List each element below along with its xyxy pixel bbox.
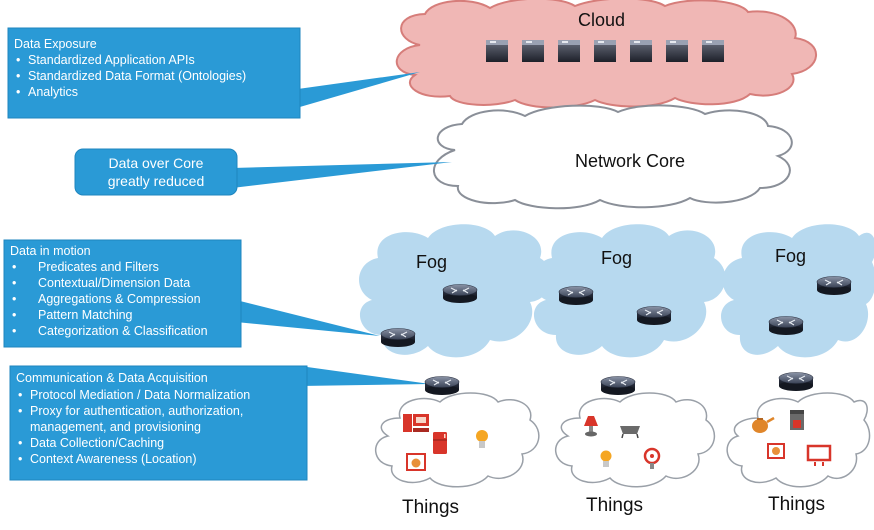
list-item: Protocol Mediation / Data Normalization	[16, 387, 306, 403]
things-cloud-2	[555, 392, 716, 488]
server-icon	[702, 40, 724, 62]
router-icon	[380, 327, 416, 348]
things-label-2: Things	[586, 495, 644, 516]
callout-heading: Communication & Data Acquisition	[16, 371, 208, 385]
fog-label-3: Fog	[775, 246, 807, 266]
callout-heading: Data Exposure	[14, 37, 97, 51]
washer-icon	[767, 443, 785, 459]
list-item: Pattern Matching	[10, 307, 240, 323]
list-item: Context Awareness (Location)	[16, 451, 306, 467]
cloud-title: Cloud	[578, 10, 626, 30]
fog-cloud-2	[533, 224, 726, 358]
coffee-maker-icon	[790, 410, 804, 430]
callout-data-in-motion: Data in motion Predicates and Filters Co…	[10, 244, 240, 339]
list-item: management, and provisioning	[30, 420, 201, 434]
pc-icon	[403, 414, 429, 432]
callout-list: Standardized Application APIs Standardiz…	[14, 52, 298, 100]
list-item: Analytics	[14, 84, 298, 100]
things-label-3: Things	[768, 494, 826, 515]
lightbulb-icon	[600, 450, 612, 467]
tv-icon	[806, 444, 832, 466]
fog-cloud-3	[721, 224, 874, 358]
list-item: Standardized Data Format (Ontologies)	[14, 68, 298, 84]
router-icon	[778, 371, 814, 392]
server-icon	[594, 40, 616, 62]
server-icon	[630, 40, 652, 62]
things-cloud-1	[375, 392, 540, 488]
router-icon	[424, 375, 460, 396]
callout-line-2: greatly reduced	[107, 173, 205, 189]
fan-icon	[643, 447, 661, 469]
fog-label-2: Fog	[601, 248, 633, 268]
things-label-1: Things	[402, 497, 460, 518]
list-item: Proxy for authentication, authorization,	[16, 403, 306, 419]
list-item: Data Collection/Caching	[16, 435, 306, 451]
list-item: Contextual/Dimension Data	[10, 275, 240, 291]
fridge-icon	[433, 432, 447, 454]
callout-data-exposure: Data Exposure Standardized Application A…	[14, 37, 298, 100]
router-icon	[816, 275, 852, 296]
router-icon	[442, 283, 478, 304]
server-icon	[486, 40, 508, 62]
kettle-icon	[752, 416, 775, 433]
callout-line-1: Data over Core	[108, 155, 204, 171]
list-item: Aggregations & Compression	[10, 291, 240, 307]
network-core-shape	[433, 104, 793, 210]
callout-heading: Data in motion	[10, 244, 91, 258]
callout-data-over-core-shape	[74, 148, 452, 196]
router-icon	[600, 375, 636, 396]
server-icon	[522, 40, 544, 62]
things-cloud-3	[726, 392, 871, 488]
bathtub-icon	[620, 426, 640, 439]
network-core-title: Network Core	[575, 151, 686, 171]
list-item: Categorization & Classification	[10, 323, 240, 339]
callout-data-over-core: Data over Core greatly reduced	[75, 154, 237, 190]
router-icon	[768, 315, 804, 336]
washer-icon	[406, 453, 426, 471]
lightbulb-icon	[476, 430, 488, 448]
lamp-icon	[584, 416, 598, 437]
fog-label-1: Fog	[416, 252, 448, 272]
callout-communication: Communication & Data Acquisition Protoco…	[16, 371, 306, 467]
server-icon	[558, 40, 580, 62]
callout-list: Predicates and Filters Contextual/Dimens…	[10, 259, 240, 339]
router-icon	[558, 285, 594, 306]
callout-list: Protocol Mediation / Data Normalization …	[16, 387, 306, 467]
list-item: Standardized Application APIs	[14, 52, 298, 68]
router-icon	[636, 305, 672, 326]
server-icon	[666, 40, 688, 62]
list-item: Predicates and Filters	[10, 259, 240, 275]
server-rack-group	[486, 40, 724, 62]
